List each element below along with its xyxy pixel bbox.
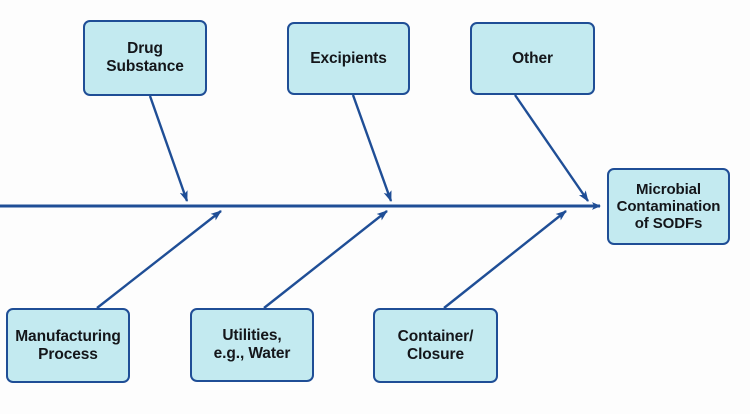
- cause-label-other: Other: [512, 49, 553, 67]
- cause-box-excipients[interactable]: Excipients: [287, 22, 410, 95]
- branch-line-manufacturing-process: [96, 210, 222, 309]
- cause-label-container-closure: Container/ Closure: [397, 327, 474, 363]
- effect-box-microbial-contamination[interactable]: Microbial Contamination of SODFs: [607, 168, 730, 245]
- cause-label-manufacturing-process: Manufacturing Process: [15, 327, 121, 363]
- branch-line-other: [514, 94, 589, 202]
- branch-line-drug-substance: [148, 95, 189, 202]
- branch-line-container-closure: [443, 210, 567, 309]
- cause-label-utilities: Utilities, e.g., Water: [213, 327, 291, 362]
- branch-line-utilities: [263, 210, 388, 309]
- branch-line-excipients: [351, 94, 393, 202]
- cause-box-drug-substance[interactable]: Drug Substance: [83, 20, 207, 96]
- cause-label-excipients: Excipients: [310, 49, 387, 67]
- effect-label: Microbial Contamination of SODFs: [616, 180, 721, 233]
- cause-label-drug-substance: Drug Substance: [106, 40, 184, 75]
- cause-box-manufacturing-process[interactable]: Manufacturing Process: [6, 308, 130, 383]
- cause-box-container-closure[interactable]: Container/ Closure: [373, 308, 498, 383]
- cause-box-utilities[interactable]: Utilities, e.g., Water: [190, 308, 314, 382]
- cause-box-other[interactable]: Other: [470, 22, 595, 95]
